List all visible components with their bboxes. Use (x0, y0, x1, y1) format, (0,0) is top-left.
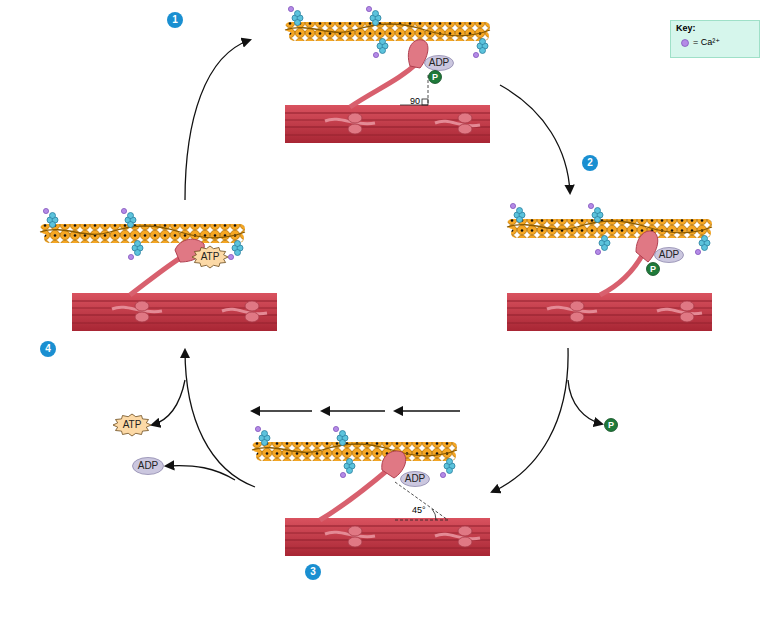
callout-number: 3 (305, 564, 321, 580)
molecule-label: ATP (201, 252, 220, 262)
callout-number: 1 (167, 12, 183, 28)
molecule-label: P (650, 264, 656, 274)
legend-swatch (680, 38, 690, 48)
node-shape (429, 71, 442, 84)
atp-burst: ATP (192, 246, 228, 268)
node-shape (655, 248, 684, 263)
molecule-label: P (432, 72, 438, 82)
molecule-label: ADP (429, 58, 450, 68)
phosphate-circle: P (604, 418, 618, 432)
legend-text: = Ca²⁺ (693, 37, 720, 47)
node-shape (425, 56, 454, 71)
node-shape (192, 246, 228, 268)
adp-ellipse: ADP (424, 55, 454, 71)
node-shape (401, 472, 430, 487)
node-shape (133, 458, 164, 475)
adp-ellipse: ADP (132, 457, 164, 475)
phosphate-circle: P (428, 70, 442, 84)
adp-ellipse: ADP (400, 471, 430, 487)
phosphate-circle: P (646, 262, 660, 276)
atp-burst: ATP (113, 414, 151, 436)
molecule-label: ADP (405, 474, 426, 484)
molecule-label: ADP (659, 250, 680, 260)
key-heading: Key: (676, 23, 696, 33)
angle-label: 45° (412, 505, 426, 515)
calcium-swatch (682, 40, 689, 47)
callout-number: 4 (40, 341, 56, 357)
adp-ellipse: ADP (654, 247, 684, 263)
molecule-label: ATP (123, 420, 142, 430)
callout-number: 2 (582, 155, 598, 171)
node-shape (647, 263, 660, 276)
molecule-label: P (608, 420, 614, 430)
molecule-label: ADP (138, 461, 159, 471)
angle-label: 90 (410, 96, 420, 106)
node-shape (113, 414, 151, 436)
node-shape (605, 419, 618, 432)
